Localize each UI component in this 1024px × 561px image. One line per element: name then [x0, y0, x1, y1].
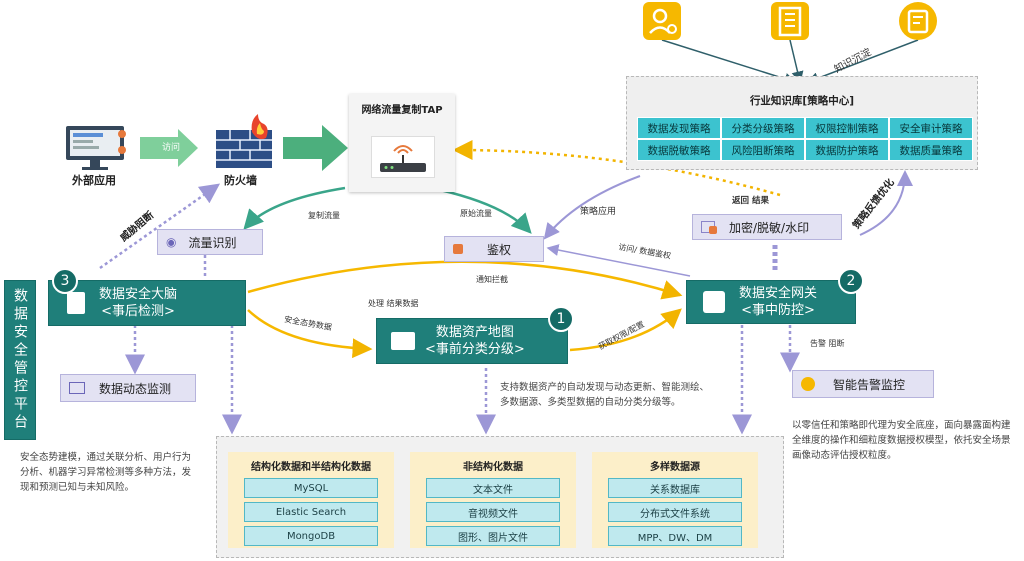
visit-label: 访问 — [162, 143, 181, 153]
policy-cell: 数据脱敏策略 — [637, 139, 721, 161]
copy-traffic-label: 复制流量 — [308, 211, 340, 220]
datasource-item: MPP、DW、DM — [608, 526, 742, 546]
knowledge-base-panel: 行业知识库[策略中心] 数据发现策略 分类分级策略 权限控制策略 安全审计策略 … — [626, 76, 978, 170]
encrypt-label: 加密/脱敏/水印 — [729, 220, 810, 235]
firewall-label: 防火墙 — [224, 174, 257, 187]
firewall-icon — [212, 114, 276, 170]
building-icon — [771, 2, 809, 40]
network-hub-icon — [703, 291, 725, 313]
brain-title: 数据安全大脑 — [99, 287, 178, 302]
brain-description: 安全态势建模，通过关联分析、用户行为分析、机器学习异常检测等多种方法，发现和预测… — [20, 452, 192, 493]
brain-subtitle: <事后检测> — [101, 304, 175, 319]
datasource-item: 图形、图片文件 — [426, 526, 560, 546]
document-icon — [899, 2, 937, 40]
visit-arrow — [140, 129, 198, 167]
platform-box: 数据安全管控平台 — [4, 280, 36, 440]
datasource-item: 关系数据库 — [608, 478, 742, 498]
asset-map-title: 数据资产地图 — [435, 325, 514, 340]
traffic-id-label: 流量识别 — [188, 235, 237, 250]
datasource-group: 结构化数据和半结构化数据 MySQL Elastic Search MongoD… — [228, 452, 394, 548]
datasource-item: 文本文件 — [426, 478, 560, 498]
gateway-badge: 2 — [838, 268, 864, 294]
policy-cell: 安全审计策略 — [889, 117, 973, 139]
policy-cell: 权限控制策略 — [805, 117, 889, 139]
tap-box: 网络流量复制TAP — [349, 94, 455, 192]
policy-cell: 风险阻断策略 — [721, 139, 805, 161]
asset-map-badge: 1 — [548, 306, 574, 332]
policy-grid: 数据发现策略 分类分级策略 权限控制策略 安全审计策略 数据脱敏策略 风险阻断策… — [637, 117, 973, 161]
datasource-item: 分布式文件系统 — [608, 502, 742, 522]
connector-icon1 — [661, 39, 797, 85]
policy-cell: 数据质量策略 — [889, 139, 973, 161]
firewall-to-tap-arrow — [283, 125, 348, 171]
datasource-item: MySQL — [244, 478, 378, 498]
knowledge-base-title: 行业知识库[策略中心] — [749, 95, 855, 107]
raw-traffic-arc — [439, 188, 532, 234]
group-title: 非结构化数据 — [463, 462, 523, 473]
lock-doc-icon — [701, 221, 717, 234]
raw-traffic-label: 原始流量 — [460, 209, 492, 218]
datasource-item: MongoDB — [244, 526, 378, 546]
security-posture-arc — [247, 309, 373, 359]
datasource-group: 非结构化数据 文本文件 音视频文件 图形、图片文件 — [410, 452, 576, 548]
policy-cell: 数据防护策略 — [805, 139, 889, 161]
group-title: 多样数据源 — [650, 462, 700, 473]
monitor-box: 数据动态监测 — [60, 374, 196, 402]
user-gear-icon — [643, 2, 681, 40]
notify-block-label: 通知拦截 — [476, 275, 508, 284]
datasource-item: Elastic Search — [244, 502, 378, 522]
policy-apply-arc — [543, 175, 641, 240]
datasource-item: 音视频文件 — [426, 502, 560, 522]
screen-icon — [69, 382, 85, 394]
process-result-label: 处理 结果数据 — [368, 299, 419, 308]
access-auth-line — [546, 244, 691, 277]
connector-icon2 — [789, 39, 804, 84]
policy-cell: 数据发现策略 — [637, 117, 721, 139]
traffic-id-box: ◉ 流量识别 — [157, 229, 263, 255]
asset-map-box: 数据资产地图 <事前分类分级> — [376, 318, 568, 364]
gateway-description: 以零信任和策略即代理为安全底座，面向暴露面构建全维度的操作和细粒度数据授权模型，… — [792, 420, 1011, 461]
encrypt-box: 加密/脱敏/水印 — [692, 214, 842, 240]
threat-block-line — [99, 183, 221, 270]
alert-monitor-box: 智能告警监控 — [792, 370, 934, 398]
gateway-subtitle: <事中防控> — [741, 303, 815, 318]
group-title: 结构化数据和半结构化数据 — [251, 462, 371, 473]
tap-title: 网络流量复制TAP — [361, 105, 443, 116]
get-permission-arc — [569, 308, 682, 352]
alert-icon — [801, 377, 815, 391]
chart-doc-icon — [67, 292, 85, 314]
platform-label: 数据安全管控平台 — [12, 288, 28, 432]
auth-label: 鉴权 — [487, 242, 512, 257]
external-app-label: 外部应用 — [72, 174, 116, 187]
gateway-box: 数据安全网关 <事中防控> — [686, 280, 856, 324]
brain-box: 数据安全大脑 <事后检测> — [48, 280, 246, 326]
notify-block-arc — [247, 260, 683, 300]
policy-cell: 分类分级策略 — [721, 117, 805, 139]
policy-apply-label: 策略应用 — [580, 207, 617, 217]
eye-icon: ◉ — [166, 235, 177, 249]
connector-icon3 — [806, 39, 919, 84]
gateway-title: 数据安全网关 — [739, 286, 818, 301]
datasource-group: 多样数据源 关系数据库 分布式文件系统 MPP、DW、DM — [592, 452, 758, 548]
shield-icon — [453, 244, 463, 254]
monitor-label: 数据动态监测 — [99, 381, 172, 396]
auth-box: 鉴权 — [444, 236, 544, 262]
brain-badge: 3 — [52, 268, 78, 294]
monitor-icon — [64, 124, 126, 172]
copy-traffic-arc — [243, 186, 346, 230]
return-dotted — [452, 140, 781, 197]
return-result-label: 返回 结果 — [732, 196, 769, 206]
asset-description: 支持数据资产的自动发现与动态更新、智能测绘、多数据源、多类型数据的自动分类分级等… — [500, 382, 710, 408]
asset-map-subtitle: <事前分类分级> — [425, 342, 525, 357]
strategy-feedback-arc — [859, 170, 913, 236]
router-icon — [371, 136, 435, 178]
table-icon — [391, 332, 415, 350]
alert-block-label: 告警 阻断 — [810, 339, 845, 348]
alert-monitor-label: 智能告警监控 — [833, 377, 906, 392]
